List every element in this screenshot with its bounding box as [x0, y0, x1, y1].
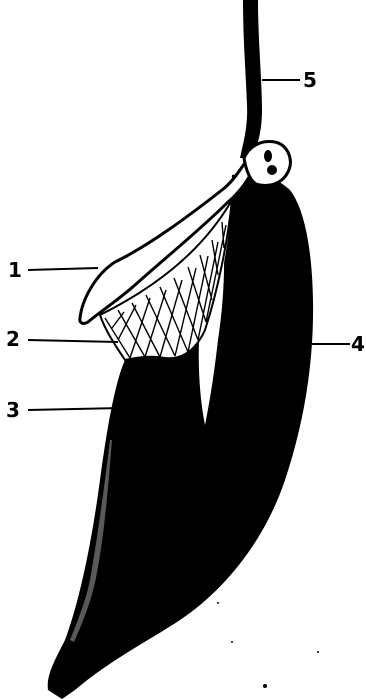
knob-dot-upper [264, 150, 272, 162]
callout-5: 5 [303, 68, 317, 92]
speck [231, 641, 233, 643]
main-body [48, 173, 313, 699]
callout-3: 3 [6, 398, 20, 422]
callout-4: 4 [351, 332, 365, 356]
speck [217, 602, 219, 604]
leader-line-2 [28, 340, 118, 342]
speck [263, 684, 267, 688]
leader-line-1 [28, 268, 98, 270]
speck [317, 651, 319, 653]
stalk [240, 0, 262, 158]
callout-2: 2 [6, 327, 20, 351]
callout-1: 1 [8, 258, 22, 282]
leader-line-3 [28, 408, 122, 410]
apical-knob [244, 142, 290, 186]
knob-dot-lower [267, 165, 277, 175]
